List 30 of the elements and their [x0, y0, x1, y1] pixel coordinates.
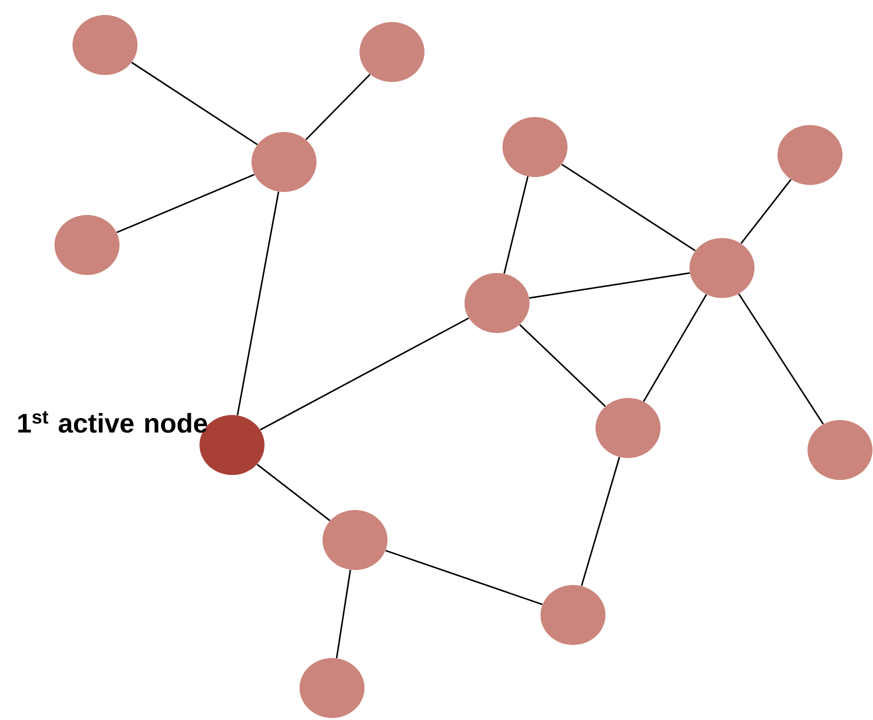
connector-line — [260, 317, 470, 430]
node-circle — [596, 398, 660, 458]
connector-line — [336, 570, 352, 658]
node-circle — [54, 215, 120, 275]
node-circle — [300, 658, 364, 718]
connector-line — [503, 176, 529, 274]
connector-line — [131, 62, 258, 146]
connector-line — [561, 164, 696, 252]
connector-line — [236, 192, 280, 416]
node-circle — [72, 15, 138, 75]
connector-line — [580, 456, 620, 586]
connector-line — [116, 174, 255, 234]
connector-line — [642, 294, 708, 402]
node-circle — [808, 420, 872, 480]
node-circle — [322, 510, 388, 570]
connector-line — [305, 74, 371, 140]
node-circle — [690, 238, 754, 298]
node-label: 1$^{st}$ active node — [18, 411, 208, 433]
connector-line — [256, 464, 330, 522]
node-circle — [252, 132, 316, 192]
connector-line — [740, 179, 792, 244]
connector-line — [529, 272, 690, 299]
connector-line — [738, 293, 824, 424]
node-circle — [360, 22, 424, 82]
connector-line — [385, 550, 543, 606]
node-circle — [540, 584, 606, 645]
connector-line — [519, 324, 606, 407]
node-circle — [502, 117, 568, 177]
node-circle — [464, 272, 530, 333]
node-circle — [778, 125, 842, 185]
